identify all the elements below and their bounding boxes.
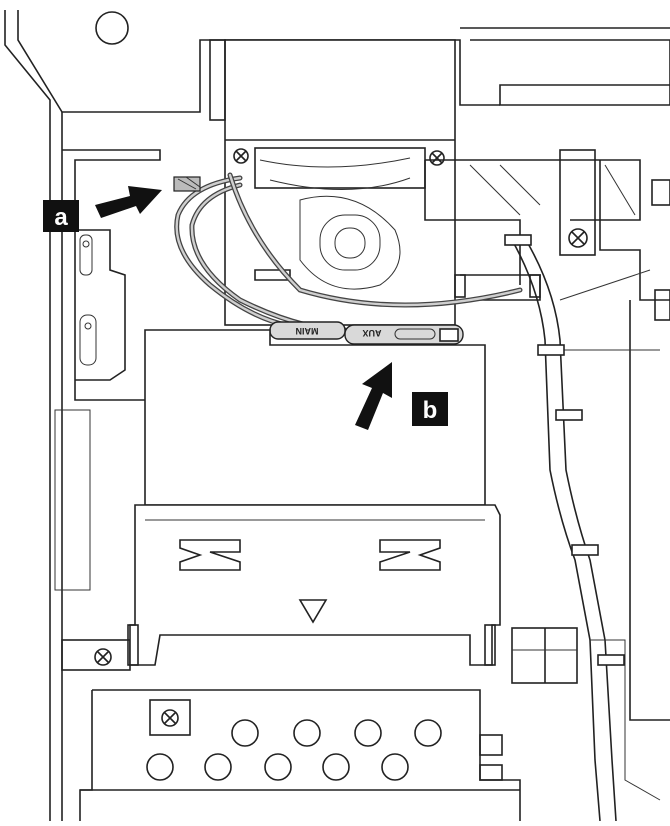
screw-right-icon bbox=[568, 228, 588, 248]
callout-arrow-b bbox=[355, 362, 392, 430]
screw-card-left-icon bbox=[233, 148, 249, 164]
cable-clip bbox=[504, 234, 532, 246]
arrow-a-icon bbox=[95, 186, 162, 218]
screw-card-right-icon bbox=[429, 150, 445, 166]
screw-left-icon bbox=[94, 648, 112, 666]
arrow-down-marker-icon bbox=[298, 599, 328, 624]
callout-arrow-a bbox=[95, 186, 162, 218]
wireless-card-bracket bbox=[209, 39, 456, 326]
callout-label-b: b bbox=[412, 392, 448, 426]
callout-a-text: a bbox=[54, 204, 68, 231]
aux-cable-label: AUX bbox=[362, 328, 381, 338]
cable-tags: MAIN AUX bbox=[269, 321, 464, 345]
bottom-panel bbox=[79, 689, 521, 821]
callout-b-text: b bbox=[423, 397, 438, 424]
screw-hole-top bbox=[95, 11, 129, 45]
aux-cable-tag bbox=[344, 324, 464, 345]
arrow-b-icon bbox=[355, 362, 392, 430]
left-frame bbox=[54, 149, 161, 671]
screw-bottom-icon bbox=[161, 709, 179, 727]
right-cable-run bbox=[454, 234, 661, 822]
callout-label-a: a bbox=[43, 200, 79, 232]
drive-module bbox=[127, 329, 501, 666]
main-cable-label: MAIN bbox=[296, 326, 319, 336]
